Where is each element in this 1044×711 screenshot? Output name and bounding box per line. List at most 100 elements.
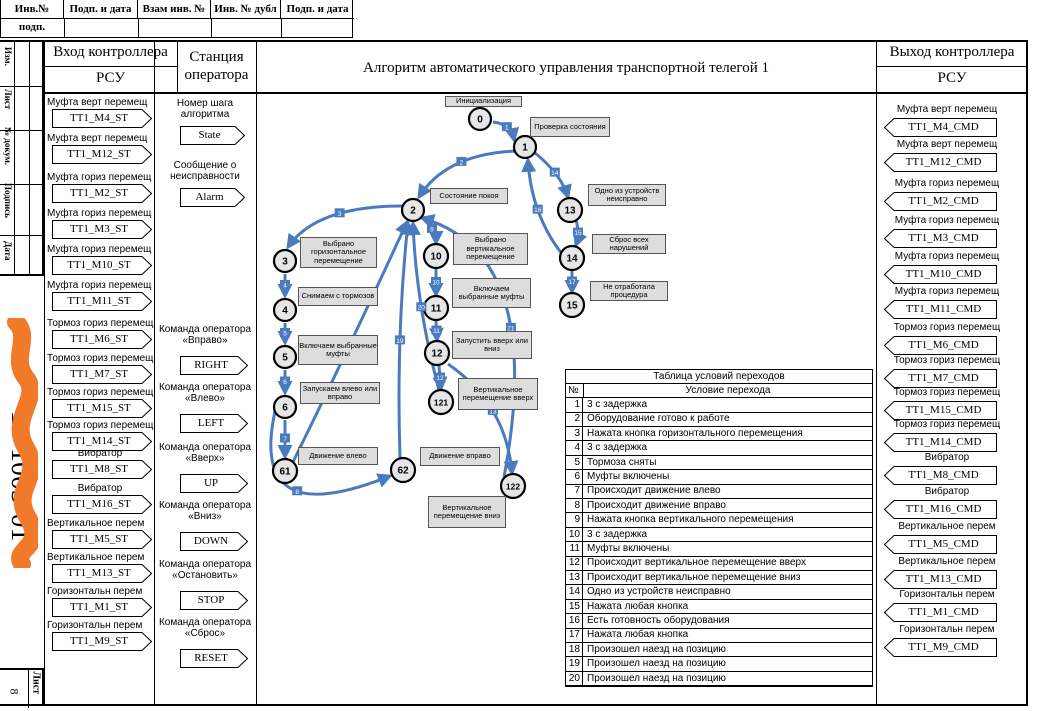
input-signal-label: Вибратор	[77, 448, 123, 459]
sheet-label: Лист	[30, 671, 42, 695]
transition-number: 14	[551, 170, 559, 177]
svg-text:3: 3	[282, 257, 288, 268]
condition-number: 4	[565, 441, 583, 455]
output-tag-tt1_m13_cmd: TT1_M13_CMD	[884, 570, 997, 589]
transition-badge	[532, 204, 543, 214]
command-tag-stop-text: STOP	[197, 594, 225, 606]
state-node-62: 62	[389, 456, 417, 484]
alarm-message-label: Сообщение о неисправности	[170, 160, 240, 182]
state-tag-text: State	[198, 129, 221, 141]
input-tag-tt1_m12_st-text: TT1_M12_ST	[67, 148, 131, 160]
state-node-1: 1	[512, 134, 538, 160]
state-desc-vert-sel: Выбрано вертикальное перемещение	[453, 233, 528, 265]
condition-text: Произошел наезд на позицию	[587, 672, 726, 684]
condition-text: Происходит вертикальное перемещение вниз	[587, 571, 801, 583]
state-desc-init: Инициализация	[445, 96, 522, 107]
input-tag-tt1_m16_st: TT1_M16_ST	[52, 495, 152, 514]
transition-badge	[280, 280, 290, 289]
transition-badge	[416, 302, 427, 312]
command-tag-up-text: UP	[203, 477, 219, 489]
transition-arrow-3	[286, 204, 403, 250]
command-tag-reset-text: RESET	[194, 652, 228, 664]
condition-text: Происходит движение вправо	[587, 499, 726, 511]
transition-number: 16	[534, 207, 542, 214]
output-tag-tt1_m8_cmd: TT1_M8_CMD	[884, 466, 997, 485]
input-tag-tt1_m7_st-text: TT1_M7_ST	[69, 368, 129, 380]
svg-text:10: 10	[430, 252, 442, 263]
input-tag-tt1_m14_st: TT1_M14_ST	[52, 432, 152, 451]
transition-badge	[487, 405, 498, 415]
operator-command-label: Команда оператора «Остановить»	[158, 559, 252, 581]
output-tag-tt1_m4_cmd-text: TT1_M4_CMD	[908, 121, 979, 133]
condition-text: 3 с задержка	[587, 442, 648, 454]
condition-number: 5	[565, 455, 583, 470]
command-tag-right[interactable]: RIGHT	[180, 356, 248, 375]
state-node-0: 0	[467, 106, 493, 132]
main-title: Алгоритм автоматического управления тран…	[363, 60, 769, 76]
svg-text:13: 13	[564, 206, 576, 217]
input-tag-tt1_m13_st-text: TT1_M13_ST	[67, 567, 131, 579]
state-node-5: 5	[272, 344, 298, 370]
output-tag-tt1_m9_cmd: TT1_M9_CMD	[884, 638, 997, 657]
state-node-6: 6	[272, 394, 298, 420]
command-tag-up[interactable]: UP	[180, 474, 248, 493]
input-signal-label: Горизонтальн перем	[47, 586, 143, 597]
input-tag-tt1_m14_st-text: TT1_M14_ST	[67, 435, 131, 447]
conditions-table	[565, 369, 873, 687]
output-tag-tt1_m15_cmd-text: TT1_M15_CMD	[905, 404, 982, 416]
output-tag-tt1_m4_cmd: TT1_M4_CMD	[884, 118, 997, 137]
state-node-121: 121	[427, 388, 455, 416]
revision-strip	[0, 40, 44, 276]
input-tag-tt1_m2_st: TT1_M2_ST	[52, 184, 152, 203]
input-signal-label: Муфта верт перемещ	[47, 97, 148, 108]
output-signal-label: Муфта гориз перемещ	[894, 215, 1000, 226]
output-tag-tt1_m10_cmd-text: TT1_M10_CMD	[905, 268, 982, 280]
output-signal-label: Муфта верт перемещ	[896, 104, 998, 115]
output-signal-label: Тормоз гориз перемещ	[893, 322, 1001, 333]
output-tag-tt1_m13_cmd-text: TT1_M13_CMD	[905, 573, 982, 585]
sheet-frame	[0, 40, 1028, 706]
input-signal-label: Муфта гориз перемещ	[47, 172, 152, 183]
input-tag-tt1_m10_st-text: TT1_M10_ST	[67, 259, 131, 271]
output-signal-label: Муфта гориз перемещ	[894, 178, 1000, 189]
command-tag-left[interactable]: LEFT	[180, 414, 248, 433]
command-tag-stop[interactable]: STOP	[180, 591, 248, 610]
output-tag-tt1_m6_cmd-text: TT1_M6_CMD	[908, 339, 979, 351]
output-column-subtitle: РСУ	[937, 70, 967, 86]
command-tag-reset[interactable]: RESET	[180, 649, 248, 668]
input-tag-tt1_m5_st-text: TT1_M5_ST	[69, 533, 129, 545]
stamp-header: Инв.№ подп. Подп. и дата Взам инв. № Инв…	[0, 0, 354, 38]
condition-number: 19	[565, 657, 583, 671]
operator-command-label: Команда оператора «Вверх»	[158, 442, 252, 464]
transition-badge	[505, 322, 516, 332]
state-desc-move-right: Движение вправо	[420, 447, 500, 466]
condition-text: Нажата кнопка вертикального перемещения	[587, 514, 794, 526]
svg-text:0: 0	[477, 115, 483, 126]
input-column-subtitle: РСУ	[96, 70, 125, 86]
state-desc-vert-down: Вертикальное перемещение вниз	[428, 496, 506, 528]
output-tag-tt1_m16_cmd: TT1_M16_CMD	[884, 500, 997, 519]
input-signal-label: Муфта гориз перемещ	[47, 280, 152, 291]
command-tag-left-text: LEFT	[197, 417, 225, 429]
transition-arrow-8	[269, 406, 393, 496]
transition-number: 2	[460, 159, 464, 166]
condition-text: Оборудование готово к работе	[587, 413, 730, 425]
svg-text:122: 122	[506, 482, 520, 492]
condition-number: 1	[565, 398, 583, 412]
stamp-cell-dup-inv: Инв. № дубл	[211, 0, 281, 18]
command-tag-down[interactable]: DOWN	[180, 532, 248, 551]
input-tag-tt1_m9_st: TT1_M9_ST	[52, 632, 152, 651]
state-desc-idle: Состояние покоя	[430, 188, 508, 204]
svg-text:15: 15	[566, 301, 578, 312]
output-tag-tt1_m5_cmd: TT1_M5_CMD	[884, 535, 997, 554]
input-tag-tt1_m8_st: TT1_M8_ST	[52, 460, 152, 479]
condition-number: 12	[565, 556, 583, 570]
state-tag: State	[180, 126, 245, 145]
